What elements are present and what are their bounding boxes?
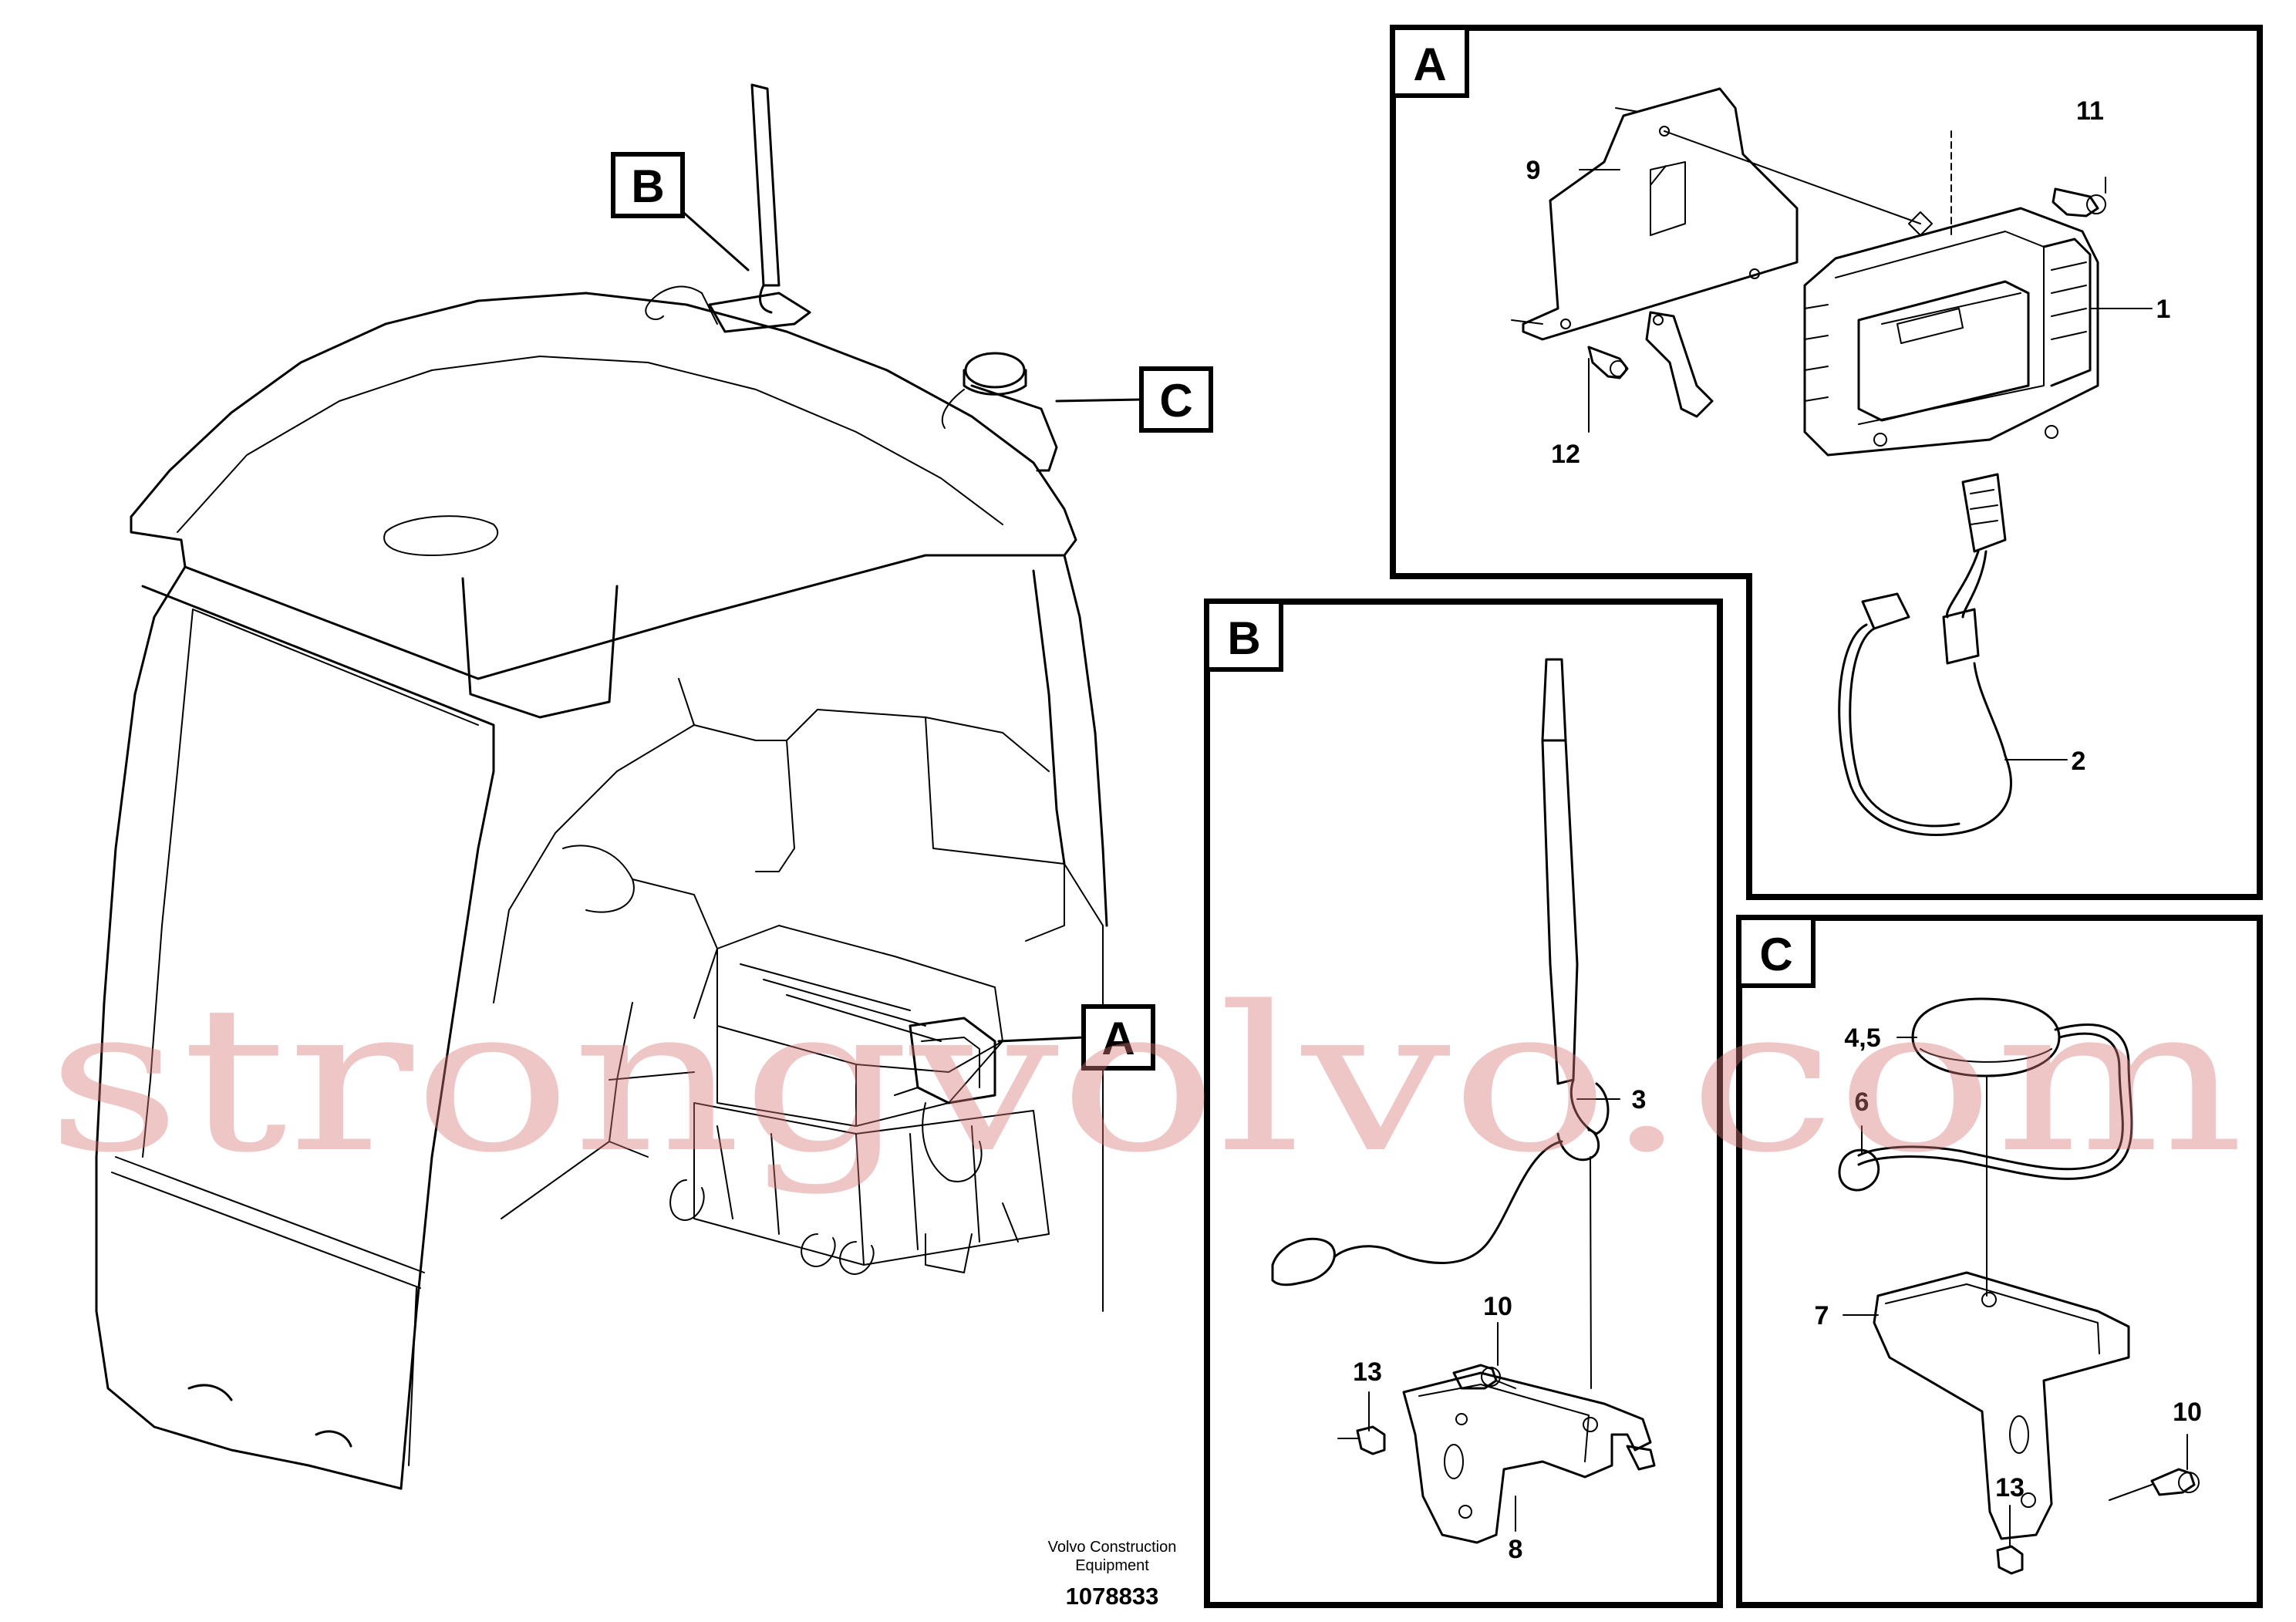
- telematics-unit-1: [1803, 207, 2099, 457]
- detail-b-panel: B: [1204, 599, 1723, 1608]
- harness-2: [1838, 473, 2012, 836]
- callout-1: 1: [2156, 295, 2171, 324]
- svg-text:B: B: [631, 160, 664, 212]
- screw-11: [2052, 187, 2106, 218]
- watermark: strongvolvo.com: [46, 964, 2244, 1197]
- bolt-10-b: [1452, 1364, 1516, 1390]
- callout-7: 7: [1815, 1301, 1829, 1330]
- callout-6: 6: [1855, 1088, 1870, 1117]
- svg-text:A: A: [1413, 39, 1446, 90]
- callout-9: 9: [1526, 156, 1541, 185]
- callout-8: 8: [1509, 1535, 1523, 1564]
- document-number: 1078833: [1066, 1583, 1159, 1610]
- svg-text:B: B: [1227, 612, 1260, 664]
- antenna-3: [1541, 658, 1610, 1389]
- connector-6: [1838, 1148, 1880, 1192]
- callout-10-b: 10: [1483, 1292, 1512, 1321]
- bolt-10-c: [2109, 1468, 2200, 1501]
- nut-13-b: [1337, 1425, 1386, 1455]
- hvac-unit: [669, 925, 1050, 1275]
- tag-b-overview: B: [611, 152, 685, 218]
- bracket-8: [1402, 1371, 1656, 1544]
- svg-text:A: A: [1101, 1013, 1135, 1064]
- antenna-cable: [1333, 1140, 1563, 1264]
- callout-11: 11: [2076, 96, 2104, 126]
- company-name-line2: Equipment: [1075, 1557, 1149, 1574]
- callout-4-5: 4,5: [1844, 1023, 1880, 1053]
- callout-12: 12: [1551, 440, 1580, 469]
- leader-a: [997, 1036, 1085, 1043]
- gps-cable: [1857, 1023, 2133, 1180]
- telematics-unit-small: [894, 1017, 996, 1182]
- callout-13-b: 13: [1353, 1357, 1382, 1387]
- leader-b: [677, 207, 750, 271]
- antenna-connector: [1271, 1237, 1336, 1286]
- svg-text:C: C: [1759, 929, 1792, 980]
- bracket-9: [1522, 87, 1799, 418]
- detail-c-panel: C: [1736, 915, 2263, 1608]
- company-name-line1: Volvo Construction: [1048, 1539, 1177, 1556]
- tag-a-overview: A: [1081, 1004, 1155, 1071]
- leader-c: [1055, 398, 1143, 403]
- roof-antenna-small: [645, 83, 811, 333]
- callout-2: 2: [2072, 747, 2086, 776]
- detail-a-panel: A: [1390, 25, 2263, 900]
- tag-c-overview: C: [1139, 366, 1213, 433]
- callout-3: 3: [1632, 1085, 1647, 1114]
- screw-12: [1587, 346, 1629, 379]
- roof-gps-small: [941, 352, 1058, 472]
- callout-10-c: 10: [2173, 1398, 2202, 1427]
- bracket-7: [1873, 1271, 2130, 1540]
- svg-text:C: C: [1159, 375, 1192, 427]
- callout-13-c: 13: [1995, 1473, 2025, 1502]
- nut-13-c: [1996, 1545, 2024, 1575]
- cab-overview: [95, 83, 1108, 1490]
